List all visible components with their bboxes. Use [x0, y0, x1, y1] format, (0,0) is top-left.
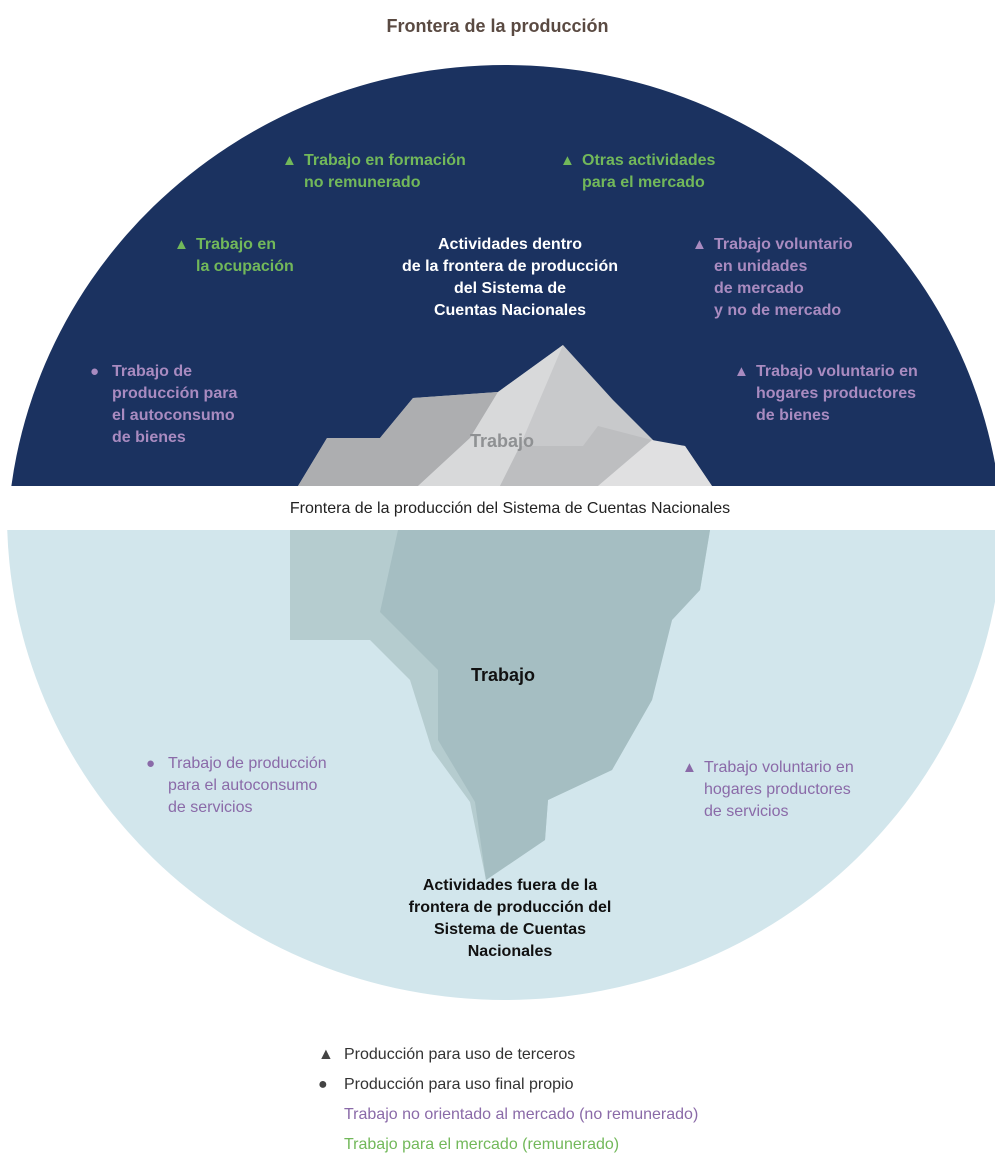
circle-icon: ● [90, 363, 100, 380]
upper-center-label: Actividades dentro de la frontera de pro… [385, 234, 635, 322]
upper-center-line: del Sistema de [453, 280, 567, 297]
upper-center-line: Actividades dentro [437, 236, 583, 253]
upper-center-line: Cuentas Nacionales [433, 302, 587, 319]
iceberg-underwater-label: Trabajo [471, 665, 536, 685]
circle-icon: ● [146, 755, 156, 772]
lower-center-line: Sistema de Cuentas [433, 921, 587, 938]
diagram-title: Frontera de la producción [386, 16, 609, 36]
lower-center-label: Actividades fuera de la frontera de prod… [380, 875, 640, 963]
boundary-strip [0, 486, 995, 530]
lower-center-line: frontera de producción del [408, 899, 612, 916]
upper-center-line: de la frontera de producción [401, 258, 619, 275]
legend-label: Trabajo para el mercado (remunerado) [344, 1136, 620, 1153]
triangle-icon: ▲ [682, 759, 697, 776]
iceberg-tip-label: Trabajo [470, 431, 535, 451]
legend-item-uso-final-propio: ● Producción para uso final propio [318, 1070, 698, 1100]
triangle-icon: ▲ [318, 1046, 334, 1063]
production-boundary-label: Frontera de la producción del Sistema de… [289, 500, 731, 517]
triangle-icon: ▲ [282, 152, 297, 169]
upper-dark-area [11, 65, 995, 486]
legend-label: Producción para uso final propio [344, 1076, 574, 1093]
legend-item-terceros: ▲ Producción para uso de terceros [318, 1040, 698, 1070]
triangle-icon: ▲ [560, 152, 575, 169]
iceberg-underwater [290, 530, 710, 880]
legend-item-no-mercado: Trabajo no orientado al mercado (no remu… [318, 1100, 698, 1130]
legend-label: Trabajo no orientado al mercado (no remu… [344, 1106, 699, 1123]
circle-icon: ● [318, 1076, 328, 1093]
iceberg-tip [298, 345, 712, 486]
legend-label: Producción para uso de terceros [344, 1046, 576, 1063]
lower-center-line: Actividades fuera de la [422, 877, 598, 894]
legend: ▲ Producción para uso de terceros ● Prod… [318, 1040, 698, 1160]
triangle-icon: ▲ [734, 363, 749, 380]
triangle-icon: ▲ [174, 236, 189, 253]
lower-center-line: Nacionales [467, 943, 553, 960]
triangle-icon: ▲ [692, 236, 707, 253]
legend-item-mercado: Trabajo para el mercado (remunerado) [318, 1130, 698, 1160]
